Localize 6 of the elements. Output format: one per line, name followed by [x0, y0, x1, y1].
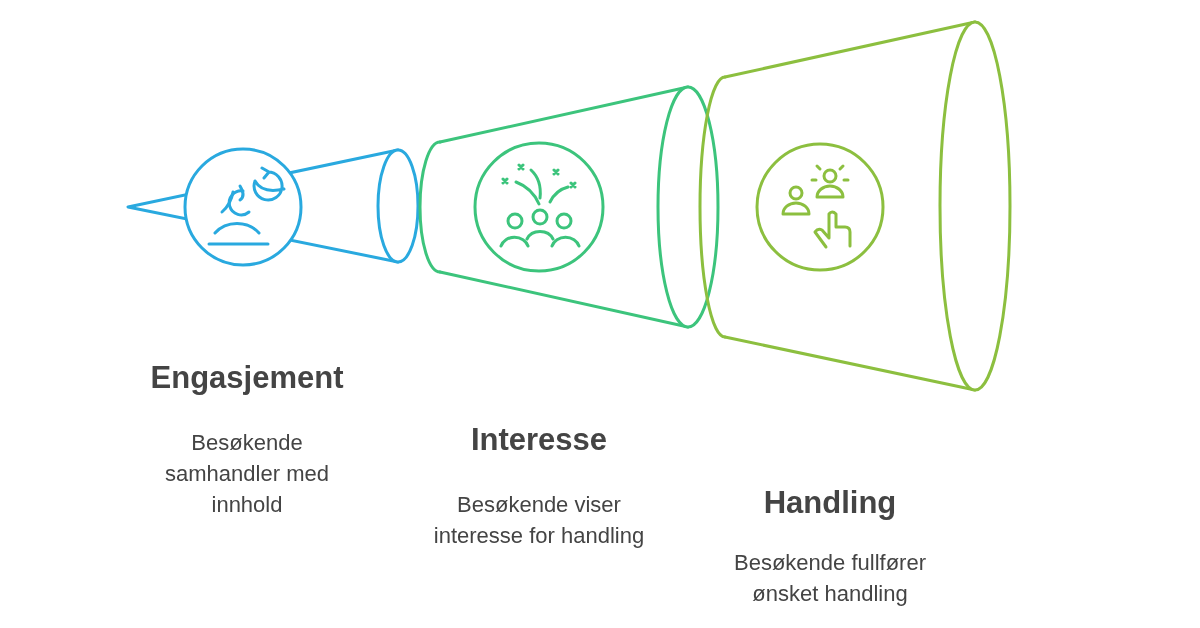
stage-description: Besøkende fullfører ønsket handling [733, 549, 927, 608]
stage-heading: Engasjement [149, 360, 345, 396]
stage-heading: Interesse [469, 422, 609, 458]
stage-description: Besøkende viser interesse for handling [432, 491, 646, 550]
stage-heading: Handling [762, 485, 898, 521]
stage-description: Besøkende samhandler med innhold [164, 429, 330, 519]
